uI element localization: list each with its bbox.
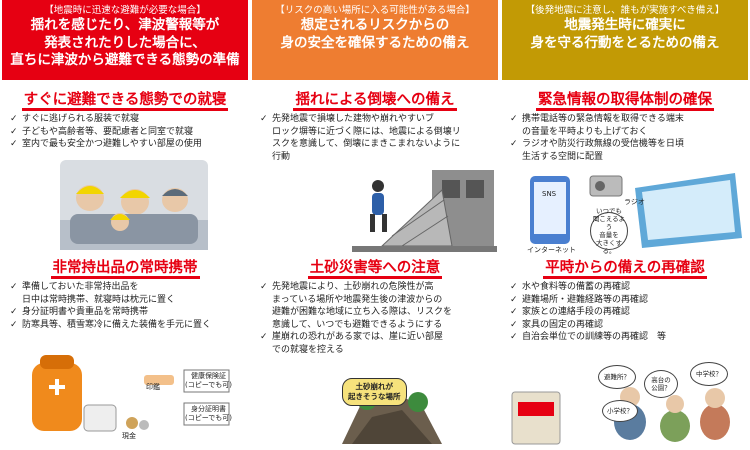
banner-risk: 【リスクの高い場所に入る可能性がある場合】 想定されるリスクからの 身の安全を確… (252, 0, 498, 80)
check-icon: ✓ (260, 114, 268, 124)
list-item: ✓子どもや高齢者等、要配慮者と同室で就寝 (10, 126, 194, 137)
check-icon: ✓ (10, 307, 18, 317)
check-icon: ✓ (10, 319, 18, 330)
check-icon: ✓ (260, 332, 268, 342)
list-item: の音量を平時よりも上げておく (522, 126, 648, 137)
speech-bubble: 避難所？ (598, 365, 636, 389)
banner-tag: 【後発地震に注意し、誰もが実施すべき備え】 (525, 5, 725, 16)
list-item: ✓携帯電話等の緊急情報を取得できる端末 (510, 114, 684, 124)
banner-line: 直ちに津波から避難できる態勢の準備 (10, 52, 240, 68)
checklist: ✓先発地震で損壊した建物や崩れやすいブ ロック塀等に近づく際には、地震による倒壊… (260, 113, 496, 163)
check-icon: ✓ (510, 114, 518, 124)
banner-line: 発表されたりした場合に、 (44, 34, 206, 51)
list-item: ✓準備しておいた非常持出品を (10, 282, 139, 292)
checklist: ✓すぐに逃げられる服装で就寝 ✓子どもや高齢者等、要配慮者と同室で就寝 ✓室内で… (10, 113, 246, 151)
check-icon: ✓ (510, 282, 518, 292)
list-item: ✓家具の固定の再確認 (510, 319, 604, 330)
check-icon: ✓ (510, 294, 518, 305)
check-icon: ✓ (10, 126, 18, 137)
column-everyone-preparedness: 【後発地震に注意し、誰もが実施すべき備え】 地震発生時に確実に 身を守る行動をと… (502, 0, 750, 450)
list-item: 避難が困難な地域に立ち入る際は、リスクを (272, 307, 453, 317)
section-heading: 揺れによる倒壊への備え (252, 88, 498, 111)
list-item: 行動 (272, 151, 291, 162)
checklist: ✓水や食料等の備蓄の再確認 ✓避難場所・避難経路等の再確認 ✓家族との連絡手段の… (510, 281, 746, 344)
caption: 現金 (122, 432, 136, 440)
section-heading: 非常持出品の常時携帯 (2, 256, 248, 279)
list-item: ✓ラジオや防災行政無線の受信機等を日頃 (510, 139, 684, 149)
column-risk-area: 【リスクの高い場所に入る可能性がある場合】 想定されるリスクからの 身の安全を確… (252, 0, 500, 450)
list-item: ✓避難場所・避難経路等の再確認 (510, 294, 649, 305)
banner-line: 身を守る行動をとるための備え (530, 34, 720, 51)
list-item: ✓すぐに逃げられる服装で就寝 (10, 114, 140, 124)
section-heading: 緊急情報の取得体制の確保 (502, 88, 748, 111)
internet-label: インターネット (527, 246, 576, 254)
banner-tag: 【地震時に迅速な避難が必要な場合】 (44, 5, 206, 16)
section-heading: 平時からの備えの再確認 (502, 256, 748, 279)
list-item: ロック塀等に近づく際には、地震による倒壊リ (272, 126, 461, 137)
check-icon: ✓ (10, 114, 18, 124)
section-heading: 土砂災害等への注意 (252, 256, 498, 279)
speech-bubble: 高台の公園？ (644, 370, 678, 398)
list-item: ✓身分証明書や貴重品を常時携帯 (10, 307, 149, 317)
caption: 身分証明書(コピーでも可) (185, 405, 233, 422)
column-tsunami-readiness: 【地震時に迅速な避難が必要な場合】 揺れを感じたり、津波警報等が 発表されたりし… (2, 0, 250, 450)
banner-preparedness: 【後発地震に注意し、誰もが実施すべき備え】 地震発生時に確実に 身を守る行動をと… (502, 0, 748, 80)
list-item: ✓崖崩れの恐れがある家では、崖に近い部屋 (260, 332, 444, 342)
emergency-kit-illustration (32, 355, 230, 432)
list-item: ✓家族との連絡手段の再確認 (510, 307, 630, 317)
banner-line: 揺れを感じたり、津波警報等が (30, 17, 220, 33)
sns-label: SNS (542, 190, 557, 198)
list-item: ✓先発地震により、土砂崩れの危険性が高 (260, 282, 434, 292)
check-icon: ✓ (510, 319, 518, 330)
checklist: ✓準備しておいた非常持出品を 日中は常時携帯、就寝時は枕元に置く ✓身分証明書や… (10, 281, 246, 331)
check-icon: ✓ (10, 139, 18, 149)
volume-note: いつでも聞こえるよう音量を大きくする。 (590, 207, 628, 255)
list-item: まっている場所や地震発生後の津波からの (272, 294, 443, 305)
list-item: ✓先発地震で損壊した建物や崩れやすいブ (260, 114, 435, 124)
caption: 印鑑 (146, 383, 160, 391)
list-item: ✓防寒具等、積雪寒冷に備えた装備を手元に置く (10, 319, 212, 330)
list-item: ✓水や食料等の備蓄の再確認 (510, 282, 631, 292)
caption: 健康保険証(コピーでも可) (185, 372, 233, 389)
check-icon: ✓ (510, 332, 518, 342)
list-item: 意識して、いつでも避難できるようにする (272, 319, 443, 330)
landslide-badge: 土砂崩れが起きそうな場所 (342, 378, 407, 406)
family-discussion-illustration (511, 387, 730, 445)
list-item: 生活する空間に配置 (522, 151, 604, 162)
section-heading: すぐに避難できる態勢での就寝 (2, 88, 248, 111)
collapsing-wall-illustration (352, 170, 497, 252)
checklist: ✓先発地震により、土砂崩れの危険性が高 まっている場所や地震発生後の津波からの … (260, 281, 496, 356)
banner-line: 地震発生時に確実に (564, 17, 686, 33)
list-item: での就寝を控える (272, 344, 344, 355)
check-icon: ✓ (260, 282, 268, 292)
speech-bubble: 中学校？ (690, 362, 728, 386)
banner-line: 想定されるリスクからの (300, 17, 450, 33)
list-item: スクを意識して、倒壊にまきこまれないように (272, 139, 461, 149)
check-icon: ✓ (510, 307, 518, 317)
banner-tag: 【リスクの高い場所に入る可能性がある場合】 (275, 5, 475, 16)
person-walking-icon (370, 180, 387, 232)
check-icon: ✓ (10, 282, 18, 292)
list-item: ✓自治会単位での訓練等の再確認 等 (510, 332, 667, 342)
list-item: 日中は常時携帯、就寝時は枕元に置く (22, 294, 176, 305)
devices-illustration (530, 173, 742, 248)
banner-tsunami: 【地震時に迅速な避難が必要な場合】 揺れを感じたり、津波警報等が 発表されたりし… (2, 0, 248, 80)
list-item: ✓室内で最も安全かつ避難しやすい部屋の使用 (10, 139, 202, 149)
check-icon: ✓ (510, 139, 518, 149)
radio-label: ラジオ (624, 198, 645, 206)
sleeping-family-illustration (60, 160, 208, 250)
checklist: ✓携帯電話等の緊急情報を取得できる端末 の音量を平時よりも上げておく ✓ラジオや… (510, 113, 746, 163)
speech-bubble: 小学校？ (602, 400, 638, 422)
banner-line: 身の安全を確保するための備え (280, 34, 470, 51)
